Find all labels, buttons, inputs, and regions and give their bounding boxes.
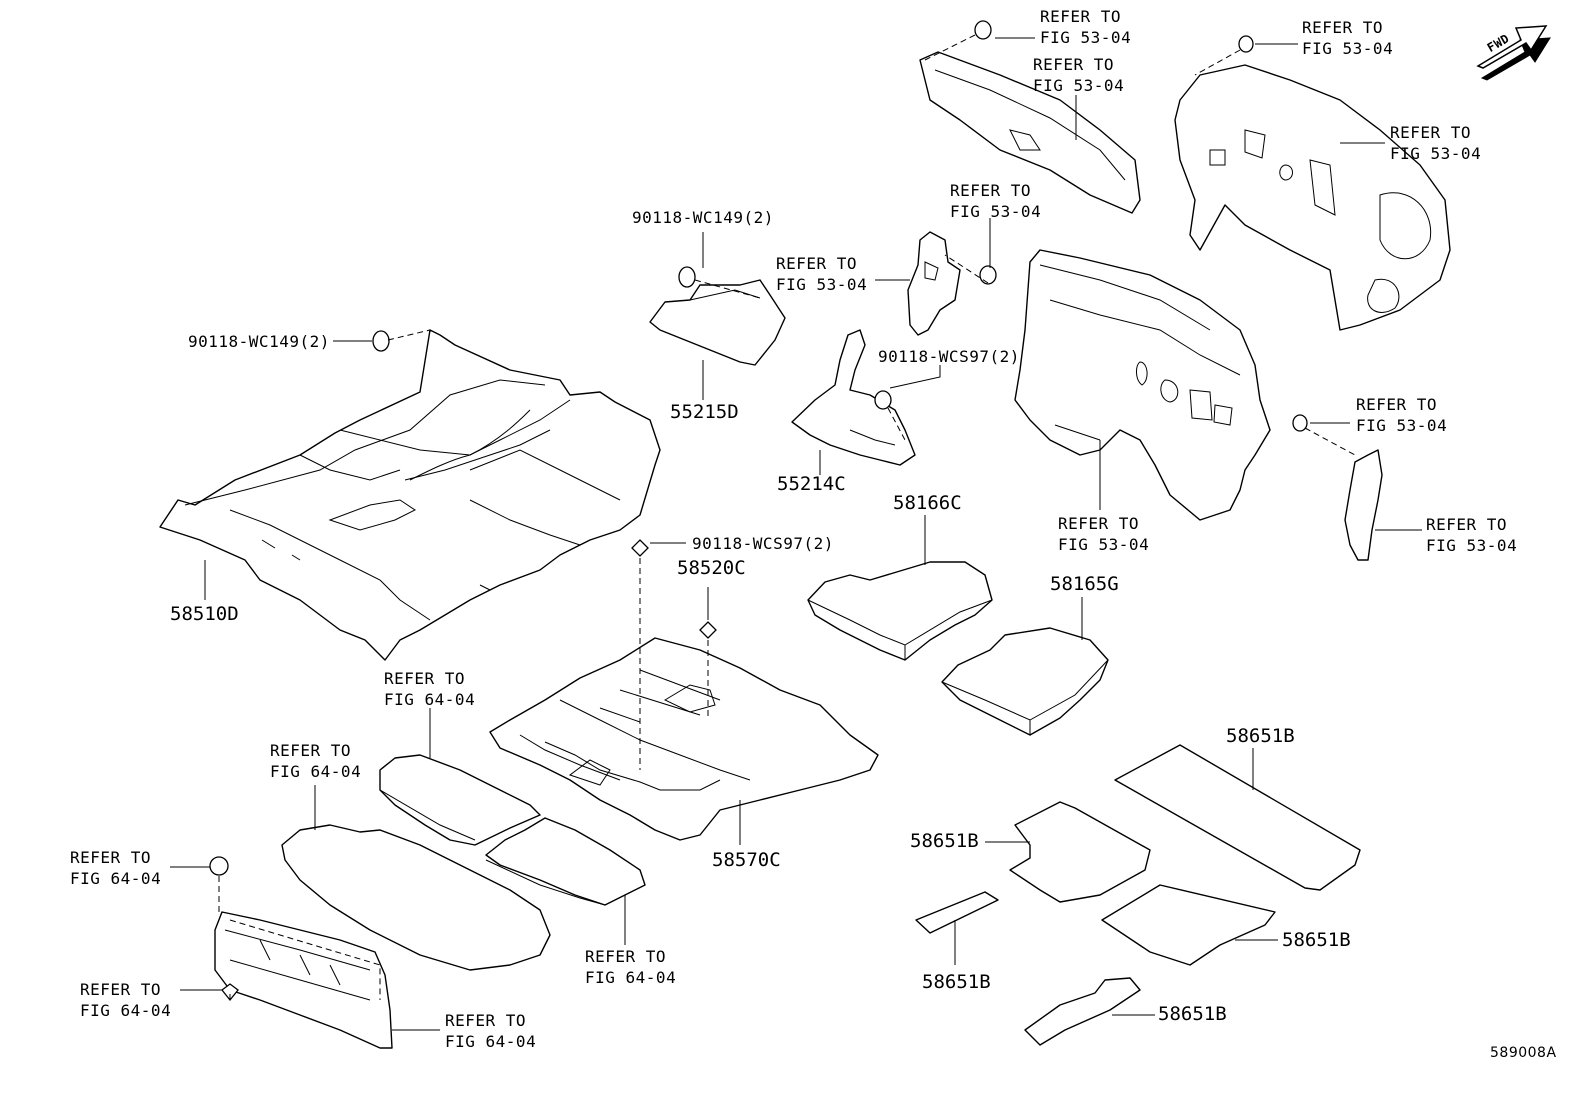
refer-label-64-04-d: REFER TO FIG 64-04 xyxy=(585,946,676,988)
refer-fig: FIG 53-04 xyxy=(1033,76,1125,95)
insulator-55215D xyxy=(649,279,786,366)
refer-label-53-04-a: REFER TO FIG 53-04 xyxy=(1040,6,1131,48)
insulator-55214C xyxy=(791,329,916,466)
trunk-board xyxy=(281,824,551,971)
part-label-58651B-large: 58651B xyxy=(1226,725,1295,747)
leader-lines xyxy=(170,37,1422,1031)
refer-fig: FIG 53-04 xyxy=(1356,416,1448,435)
floor-carpet-58510D xyxy=(159,329,661,661)
refer-line1: REFER TO xyxy=(270,741,352,760)
part-label-58166C: 58166C xyxy=(893,492,962,514)
refer-fig: FIG 53-04 xyxy=(950,202,1042,221)
fwd-arrow-icon xyxy=(1476,25,1551,81)
refer-line1: REFER TO xyxy=(1058,514,1140,533)
refer-line1: REFER TO xyxy=(1390,123,1472,142)
diagram-code: 589008A xyxy=(1490,1045,1557,1061)
refer-label-53-04-i: REFER TO FIG 53-04 xyxy=(1426,514,1517,556)
mat-58651B-large xyxy=(1114,744,1361,891)
refer-fig: FIG 53-04 xyxy=(1058,535,1150,554)
part-label-58651B-small: 58651B xyxy=(922,971,991,993)
part-label-58651B-tunnel: 58651B xyxy=(1158,1003,1227,1025)
part-label-58651B-rear: 58651B xyxy=(1282,929,1351,951)
refer-label-53-04-c: REFER TO FIG 53-04 xyxy=(1302,17,1393,59)
dash-panel-insulator-inner xyxy=(1014,249,1271,521)
refer-label-64-04-f: REFER TO FIG 64-04 xyxy=(445,1010,536,1052)
dash-insulator-upper xyxy=(919,51,1141,214)
part-label-55215D: 55215D xyxy=(670,401,739,423)
part-label-58570C: 58570C xyxy=(712,849,781,871)
refer-label-64-04-b: REFER TO FIG 64-04 xyxy=(270,740,361,782)
refer-line1: REFER TO xyxy=(776,254,858,273)
part-label-55214C: 55214C xyxy=(777,473,846,495)
part-label-58651B-front: 58651B xyxy=(910,830,979,852)
trunk-pad-middle xyxy=(485,817,646,906)
fastener-label-wcs97-center: 90118-WCS97(2) xyxy=(692,534,834,553)
mat-58651B-tunnel xyxy=(1024,977,1141,1046)
refer-line1: REFER TO xyxy=(1302,18,1384,37)
refer-fig: FIG 64-04 xyxy=(70,869,162,888)
refer-label-53-04-g: REFER TO FIG 53-04 xyxy=(1356,394,1447,436)
rear-floor-58570C xyxy=(489,637,879,841)
refer-line1: REFER TO xyxy=(445,1011,527,1030)
mat-58651B-front xyxy=(1009,801,1151,903)
refer-line1: REFER TO xyxy=(1033,55,1115,74)
bracket-right xyxy=(1344,449,1383,561)
fastener-label-wc149-top: 90118-WC149(2) xyxy=(632,208,774,227)
refer-label-53-04-f: REFER TO FIG 53-04 xyxy=(776,253,867,295)
refer-label-53-04-h: REFER TO FIG 53-04 xyxy=(1058,513,1149,555)
refer-line1: REFER TO xyxy=(384,669,466,688)
refer-label-53-04-e: REFER TO FIG 53-04 xyxy=(950,180,1041,222)
refer-fig: FIG 53-04 xyxy=(1390,144,1482,163)
refer-label-53-04-d: REFER TO FIG 53-04 xyxy=(1390,122,1481,164)
mat-58651B-small xyxy=(915,891,999,934)
part-label-58510D: 58510D xyxy=(170,603,239,625)
refer-fig: FIG 53-04 xyxy=(1040,28,1132,47)
fastener-label-wc149-left: 90118-WC149(2) xyxy=(188,332,330,351)
refer-label-53-04-b: REFER TO FIG 53-04 xyxy=(1033,54,1124,96)
refer-line1: REFER TO xyxy=(80,980,162,999)
refer-fig: FIG 64-04 xyxy=(384,690,476,709)
refer-fig: FIG 64-04 xyxy=(585,968,677,987)
refer-label-64-04-c: REFER TO FIG 64-04 xyxy=(70,847,161,889)
refer-line1: REFER TO xyxy=(1040,7,1122,26)
mat-58651B-rear xyxy=(1101,884,1276,966)
dash-panel-insulator-outer xyxy=(1174,64,1451,331)
refer-fig: FIG 53-04 xyxy=(1302,39,1394,58)
trunk-pad-upper xyxy=(379,754,541,846)
rear-panel-trim xyxy=(214,911,393,1049)
refer-label-64-04-e: REFER TO FIG 64-04 xyxy=(80,979,171,1021)
tray-58166C xyxy=(807,561,993,661)
refer-line1: REFER TO xyxy=(1356,395,1438,414)
refer-fig: FIG 64-04 xyxy=(270,762,362,781)
refer-line1: REFER TO xyxy=(1426,515,1508,534)
clip-icons xyxy=(209,20,1308,1002)
dashed-guide-lines xyxy=(218,34,1356,1000)
part-label-58520C: 58520C xyxy=(677,557,746,579)
refer-fig: FIG 53-04 xyxy=(776,275,868,294)
part-label-58165G: 58165G xyxy=(1050,573,1119,595)
bracket-upper xyxy=(907,231,961,336)
refer-fig: FIG 53-04 xyxy=(1426,536,1518,555)
refer-line1: REFER TO xyxy=(950,181,1032,200)
tray-58165G xyxy=(941,627,1109,736)
refer-fig: FIG 64-04 xyxy=(80,1001,172,1020)
refer-label-64-04-a: REFER TO FIG 64-04 xyxy=(384,668,475,710)
refer-line1: REFER TO xyxy=(585,947,667,966)
refer-line1: REFER TO xyxy=(70,848,152,867)
refer-fig: FIG 64-04 xyxy=(445,1032,537,1051)
fastener-label-wcs97-right: 90118-WCS97(2) xyxy=(878,347,1020,366)
